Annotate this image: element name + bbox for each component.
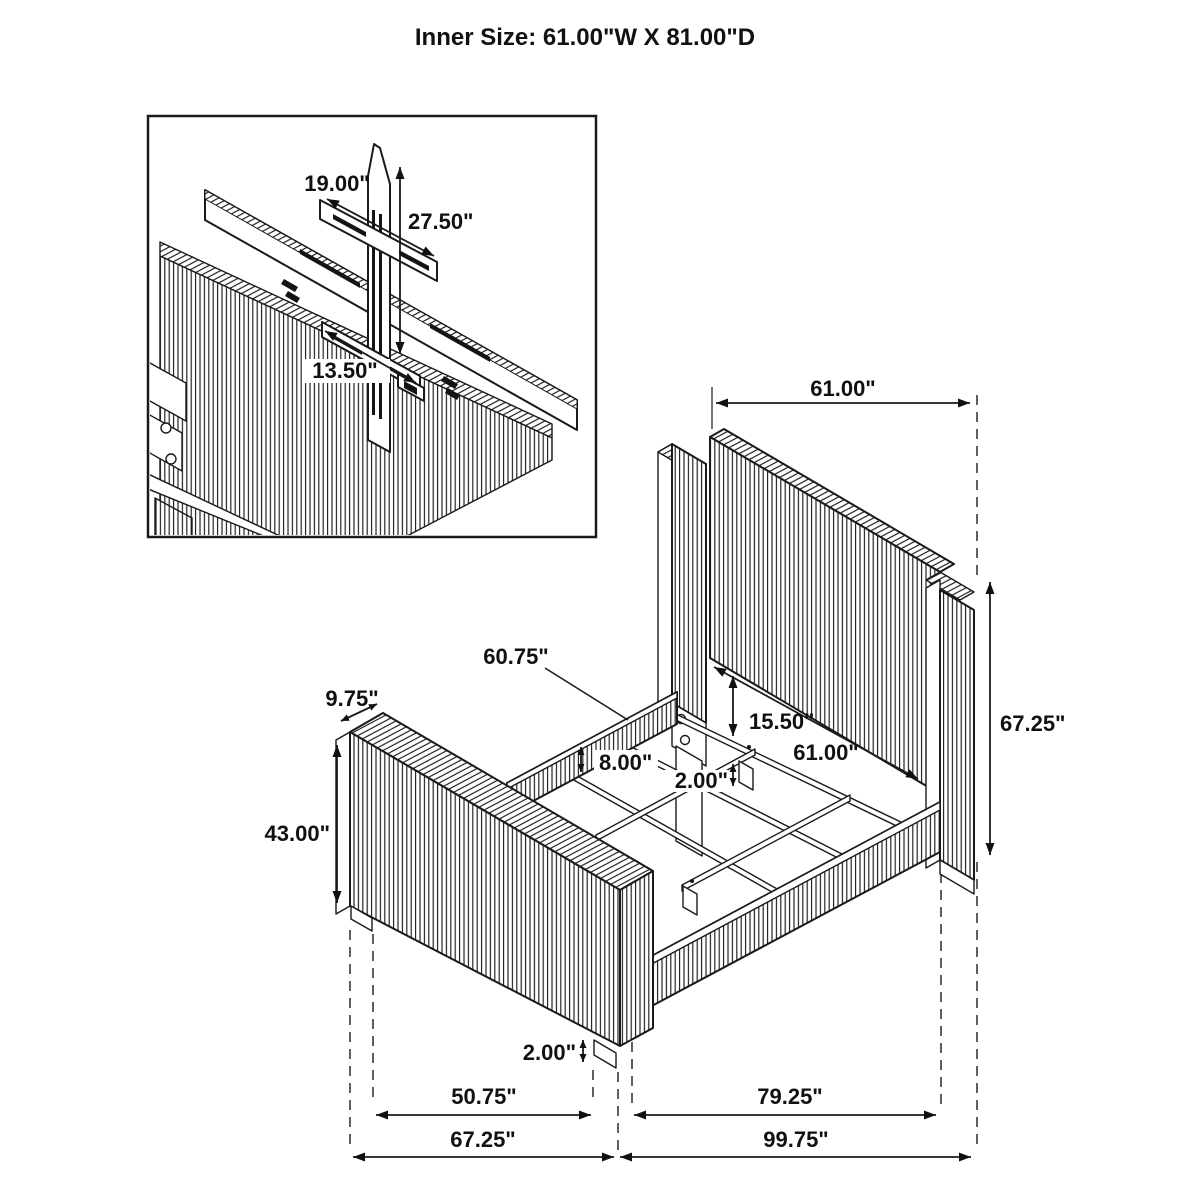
rail-slot [300,249,360,288]
clip-bracket-icon [285,291,300,303]
footboard-right-leg [593,1039,617,1069]
dim-line-bracket-width [326,198,435,257]
bracket-slot [379,214,382,419]
clip-bracket-icon [441,376,458,389]
dim-headboard-width: 61.00" [810,376,875,401]
screw-dot-icon [690,879,694,883]
inset-base-rail [150,474,280,535]
center-support-leg [738,760,754,791]
rail-slot [430,323,490,362]
bolt-hole-icon [160,422,172,434]
headboard-left-edge [657,443,673,712]
label-backdrop [658,770,728,792]
bracket-foot-slot [404,381,417,395]
slat-stringer [681,794,851,892]
center-support-leg [682,885,698,916]
dimension-annotations: 61.00" 67.25" 15.50" 61.00" 60.75" 8.00"… [265,376,1065,1162]
screw-dot-icon [747,745,751,749]
footboard-end-face [619,870,654,1047]
clip-bracket-icon [445,388,460,400]
dim-footboard-height: 43.00" [265,821,330,846]
inset-ribbed-block [154,497,193,535]
footboard-left-leg [350,905,373,932]
dim-line-footboard-depth [340,703,378,722]
label-backdrop [594,750,658,773]
bolt-hole-icon [165,453,177,465]
dim-footboard-inner-width: 50.75" [451,1084,516,1109]
bolt-hole-icon [679,734,691,746]
dim-bracket-drop: 27.50" [408,209,473,234]
dim-rail-height: 8.00" [599,750,652,775]
leader-rail-length [544,667,629,721]
footboard-left-edge [335,731,351,915]
headboard-right-wing-cap [925,571,975,601]
dim-footboard-depth: 9.75" [325,686,378,711]
dim-bracket-width: 19.00" [304,171,369,196]
dim-inner-width: 61.00" [793,740,858,765]
inset-dimensions: 19.00" 27.50" 13.50" [302,167,473,384]
dim-headboard-clearance: 15.50" [749,709,814,734]
inset-detail: 19.00" 27.50" 13.50" [146,114,598,539]
page-title: Inner Size: 61.00"W X 81.00"D [415,24,755,51]
dim-line-plate-width [324,330,417,384]
extension-lines [349,387,978,1150]
dim-overall-depth: 99.75" [763,1127,828,1152]
headboard-right-leg [939,859,975,895]
dim-rail-span: 79.25" [757,1084,822,1109]
dim-plate-width: 13.50" [312,358,377,383]
dim-line-inner-width [713,666,919,780]
clip-bracket-icon [281,279,298,292]
dim-rail-length: 60.75" [483,644,548,669]
bracket-slot [372,210,375,415]
dim-headboard-height: 67.25" [1000,711,1065,736]
headboard-right-wing [939,589,975,881]
footboard [335,712,654,1069]
inset-frame-plate [150,362,187,422]
dim-footboard-outer-width: 67.25" [450,1127,515,1152]
headboard-left-wing [671,443,707,724]
dim-footboard-leg-height: 2.00" [523,1040,576,1065]
dim-center-leg-height: 2.00" [675,768,728,793]
